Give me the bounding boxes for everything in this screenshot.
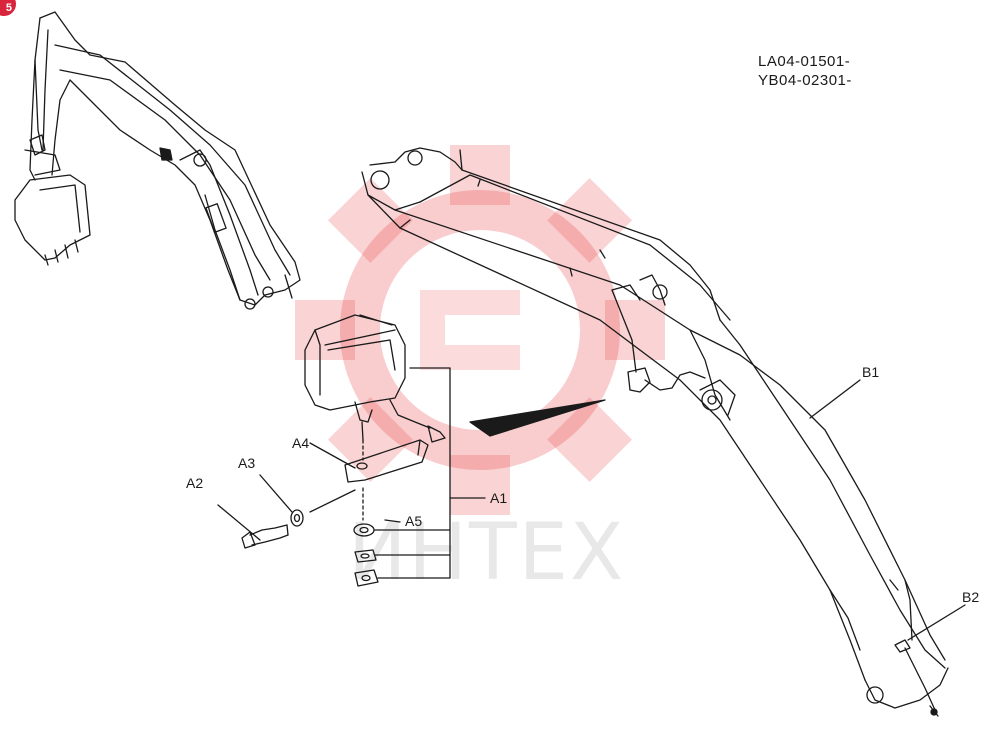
- callout-a3: A3: [238, 455, 256, 471]
- callout-b1: B1: [862, 364, 880, 380]
- serial-range-1: LA04-01501-: [758, 53, 851, 70]
- callout-b2: B2: [962, 589, 980, 605]
- excavator-overview: [14, 11, 301, 310]
- callout-a1: A1: [490, 490, 508, 506]
- callout-a4: A4: [292, 435, 310, 451]
- watermark-text: ИНТЕХ: [348, 508, 626, 598]
- serial-range-2: YB04-02301-: [758, 72, 852, 89]
- callout-a2: A2: [186, 475, 204, 491]
- direction-wedge: [469, 399, 606, 437]
- callout-a5: A5: [405, 513, 423, 529]
- work-lamp-assembly: [217, 314, 966, 641]
- corner-badge: 5: [0, 0, 16, 16]
- main-boom: [361, 147, 949, 717]
